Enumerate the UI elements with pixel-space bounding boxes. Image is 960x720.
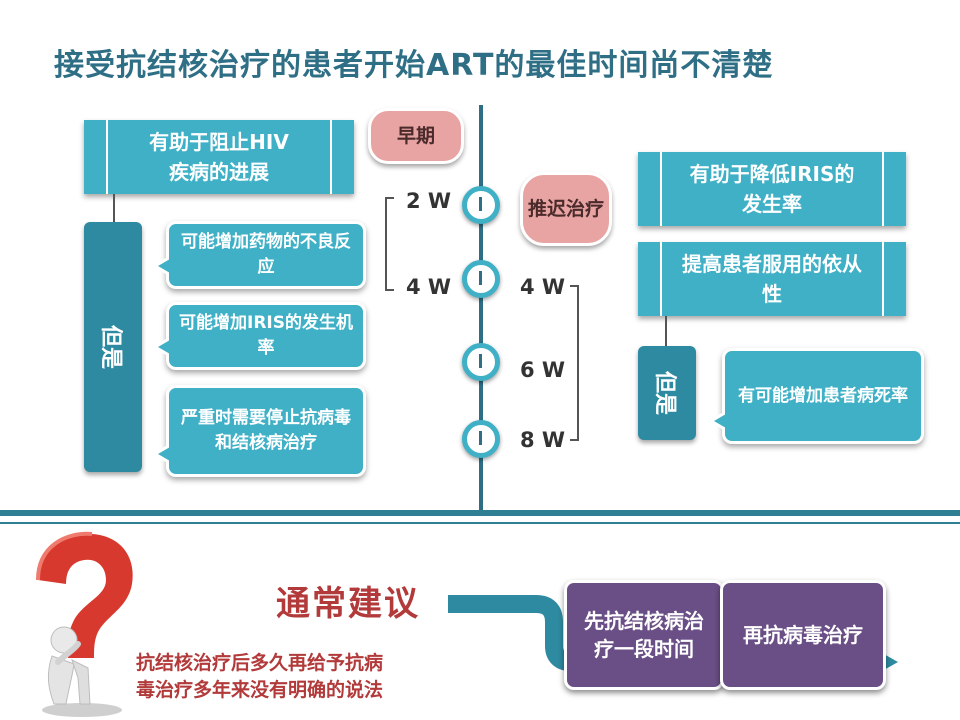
timeline-node-6w — [462, 343, 500, 381]
timeline-axis — [479, 105, 483, 510]
subtext-line-1: 抗结核治疗后多久再给予抗病 — [136, 652, 384, 674]
left-bracket — [385, 197, 394, 291]
right-top-box-2-text: 提高患者服用的依从性 — [662, 242, 882, 316]
right-but-label: 但是 — [651, 370, 677, 416]
timeline-brackets — [385, 197, 579, 441]
timeline-node-2w — [462, 186, 500, 224]
week-right-8w: 8 W — [520, 428, 566, 452]
left-bubble-1: 可能增加药物的不良反应 — [153, 221, 366, 289]
left-bubble-2: 可能增加IRIS的发生机率 — [153, 302, 366, 370]
step-2-box: 再抗病毒治疗 — [720, 580, 886, 690]
question-figure-icon — [36, 531, 133, 717]
timeline-node-8w — [462, 420, 500, 458]
timeline-node-4w — [462, 260, 500, 298]
left-bubble-3: 严重时需要停止抗病毒和结核病治疗 — [153, 385, 366, 477]
left-but-label: 但是 — [97, 324, 123, 370]
right-connector — [665, 316, 667, 346]
recommendation-heading: 通常建议 — [276, 584, 420, 624]
left-connector — [113, 194, 115, 222]
week-left-2w: 2 W — [406, 189, 452, 213]
week-left-4w: 4 W — [406, 275, 452, 299]
divider-line-thin — [0, 522, 960, 524]
right-but-bar: 但是 — [638, 346, 696, 440]
left-top-box-text: 有助于阻止HIV疾病的进展 — [108, 120, 330, 194]
right-top-box-2: 提高患者服用的依从性 — [638, 242, 906, 316]
subtext-line-2: 毒治疗多年来没有明确的说法 — [136, 679, 384, 701]
delayed-bubble: 推迟治疗 — [520, 172, 612, 246]
left-but-bar: 但是 — [84, 222, 142, 472]
recommendation-subtext: 抗结核治疗后多久再给予抗病 毒治疗多年来没有明确的说法 — [136, 650, 383, 704]
right-top-box-1-text: 有助于降低IRIS的发生率 — [662, 152, 882, 226]
right-top-box-1: 有助于降低IRIS的发生率 — [638, 152, 906, 226]
page-title: 接受抗结核治疗的患者开始ART的最佳时间尚不清楚 — [54, 48, 774, 83]
right-bracket — [570, 285, 579, 441]
step-1-box: 先抗结核病治疗一段时间 — [564, 580, 724, 690]
week-right-6w: 6 W — [520, 358, 566, 382]
flow-arrow-path — [448, 595, 868, 671]
divider-line-thick — [0, 510, 960, 516]
right-bubble: 有可能增加患者病死率 — [709, 348, 924, 444]
left-top-box: 有助于阻止HIV疾病的进展 — [84, 120, 354, 194]
week-right-4w: 4 W — [520, 275, 566, 299]
early-bubble: 早期 — [368, 108, 464, 164]
